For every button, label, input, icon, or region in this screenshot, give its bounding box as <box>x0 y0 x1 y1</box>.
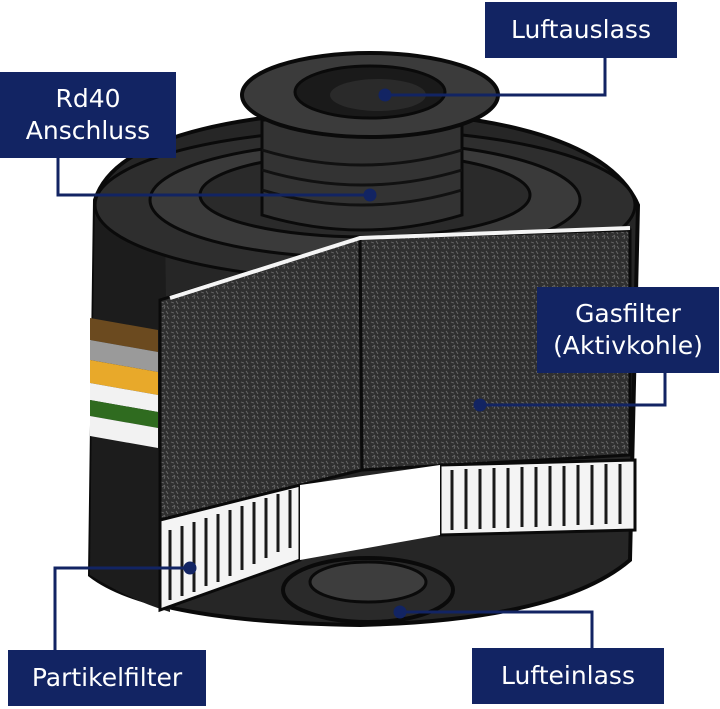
label-gas-filter: Gasfilter (Aktivkohle) <box>537 287 719 373</box>
leader-dot-rd40-connector <box>363 188 377 202</box>
leader-lines <box>53 58 667 650</box>
label-air-outlet: Luftauslass <box>485 2 677 58</box>
leader-line-air-outlet <box>385 58 607 97</box>
color-bands <box>90 318 158 448</box>
leader-line-air-inlet <box>400 610 594 648</box>
rd40-connector-graphic <box>240 51 500 232</box>
leader-dot-particle-filter <box>183 561 197 575</box>
label-particle-filter: Partikelfilter <box>8 650 206 706</box>
leader-line-particle-filter <box>53 566 190 650</box>
label-air-inlet: Lufteinlass <box>472 648 664 704</box>
air-inlet-graphic <box>281 556 455 624</box>
leader-line-rd40-connector <box>56 158 370 197</box>
leader-dot-air-inlet <box>393 605 407 619</box>
leader-line-gas-filter <box>480 373 667 407</box>
leader-dot-air-outlet <box>378 88 392 102</box>
label-rd40-connector: Rd40 Anschluss <box>0 72 176 158</box>
particle-filter-graphic <box>158 458 637 613</box>
leader-dot-gas-filter <box>473 398 487 412</box>
